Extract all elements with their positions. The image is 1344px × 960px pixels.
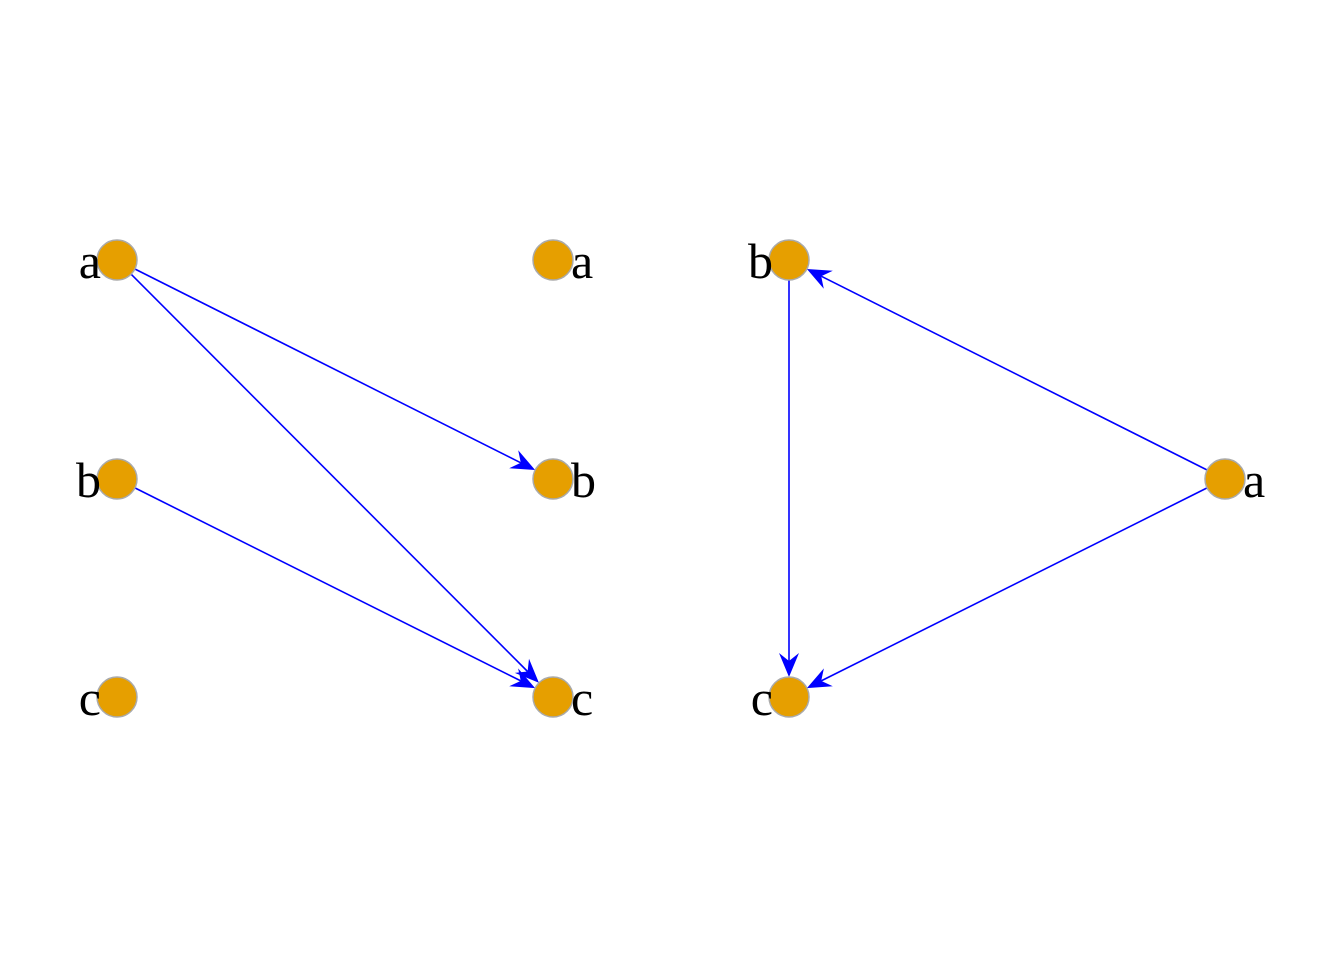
node-label-bipartite-right-a: a — [571, 233, 593, 289]
edge-bipartite-left-b-to-right-c — [134, 487, 522, 682]
arrowhead-bipartite-0 — [509, 450, 536, 470]
node-label-triangle-a: a — [1243, 452, 1265, 508]
labels-layer: a b c a b c b a c — [76, 233, 1265, 726]
node-label-triangle-b: b — [748, 233, 773, 289]
node-label-bipartite-right-b: b — [571, 452, 596, 508]
nodes-layer — [96, 239, 1246, 718]
node-label-bipartite-left-c: c — [79, 670, 101, 726]
node-bipartite-left-b — [96, 458, 138, 500]
node-bipartite-right-a — [532, 239, 574, 281]
edges-layer — [130, 268, 1208, 689]
node-bipartite-left-a — [96, 239, 138, 281]
edge-bipartite-left-a-to-right-c — [130, 273, 529, 673]
node-bipartite-right-b — [532, 458, 574, 500]
node-bipartite-right-c — [532, 676, 574, 718]
edge-bipartite-left-a-to-right-b — [134, 268, 522, 464]
node-triangle-a — [1204, 458, 1246, 500]
node-triangle-b — [768, 239, 810, 281]
node-label-bipartite-left-b: b — [76, 452, 101, 508]
node-label-bipartite-right-c: c — [571, 670, 593, 726]
node-label-bipartite-left-a: a — [79, 233, 101, 289]
edge-triangle-a-to-b — [820, 275, 1208, 471]
arrowhead-triangle-1 — [806, 668, 833, 689]
arrowhead-bipartite-1 — [514, 658, 539, 683]
node-bipartite-left-c — [96, 676, 138, 718]
node-label-triangle-c: c — [751, 670, 773, 726]
arrowhead-triangle-0 — [806, 269, 833, 289]
edge-triangle-a-to-c — [820, 487, 1208, 682]
node-triangle-c — [768, 676, 810, 718]
arrowhead-bipartite-2 — [509, 668, 536, 689]
arrowhead-triangle-2 — [779, 653, 799, 677]
